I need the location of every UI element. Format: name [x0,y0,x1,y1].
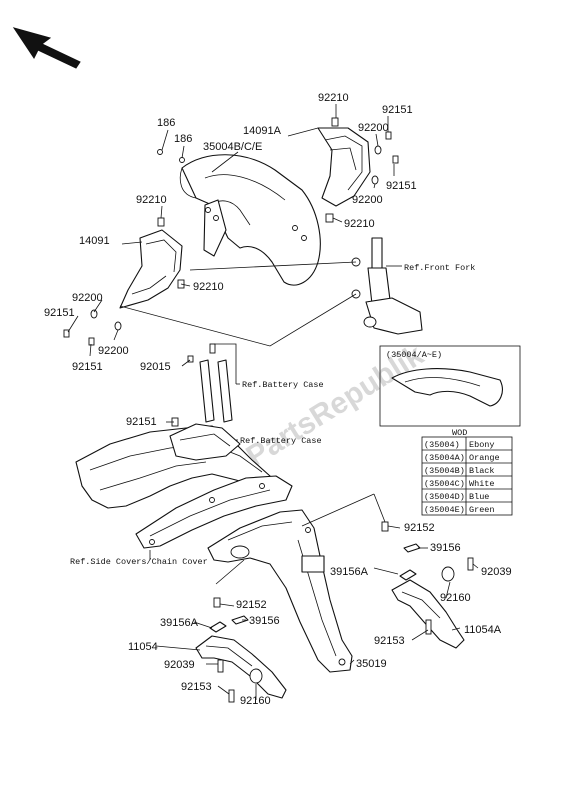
direction-arrow-icon [12,27,81,69]
color-table-header: WOD [452,428,467,438]
inset-title: (35004/A~E) [386,350,442,360]
part-label: 92210 [136,194,167,206]
bracket-11054A [373,493,474,649]
part-label: 92151 [386,180,417,192]
color-code: (35004E) [424,505,465,515]
part-label: 92160 [240,695,271,707]
color-name: Orange [469,453,500,463]
part-label: 92039 [164,659,195,671]
color-table: WOD (35004) Ebony (35004A) Orange (35004… [421,428,513,516]
color-name: White [469,479,495,489]
leader-lines [67,104,479,700]
part-label: 92039 [481,566,512,578]
part-label: 186 [174,133,192,145]
part-label: 92015 [140,361,171,373]
part-label: 92151 [382,104,413,116]
part-label: 92152 [236,599,267,611]
part-label: 92160 [440,592,471,604]
ref-battery-case: Ref.Battery Case [240,436,322,446]
part-label: 39156 [430,542,461,554]
color-name: Black [469,466,495,476]
part-label: 39156A [160,617,199,629]
fasteners-upper [63,131,399,346]
part-label: 11054 [128,641,158,653]
part-label: 35019 [356,658,387,670]
part-label: 14091A [243,125,282,137]
battery-case-bracket [171,343,240,441]
color-name: Blue [469,492,489,502]
part-label: 39156A [330,566,369,578]
color-code: (35004C) [424,479,465,489]
part-label: 92210 [318,92,349,104]
part-label: 92153 [374,635,405,647]
color-name: Green [469,505,495,515]
part-label: 92151 [44,307,75,319]
part-label: 14091 [79,235,110,247]
part-label: 92151 [72,361,103,373]
front-fork-reference [351,237,423,335]
color-code: (35004B) [424,466,465,476]
part-label: 92210 [193,281,224,293]
fork-cover-right [317,117,371,223]
part-label: 92200 [72,292,103,304]
bracket-11054 [195,597,287,703]
part-label: 39156 [249,615,280,627]
color-code: (35004) [424,440,460,450]
part-label: 92200 [98,345,129,357]
ref-front-fork: Ref.Front Fork [404,263,475,273]
part-label: 92200 [358,122,389,134]
part-label: 92151 [126,416,157,428]
rear-fender-35019 [207,493,375,673]
color-name: Ebony [469,440,495,450]
fender-variant-inset: (35004/A~E) [379,345,521,427]
part-label: 35004B/C/E [203,141,262,153]
chain-cover-panel [135,475,293,560]
color-code: (35004D) [424,492,465,502]
part-labels: 186 186 35004B/C/E 14091A 92210 92151 92… [44,92,512,707]
reference-labels: Ref.Front Fork Ref.Battery Case Ref.Batt… [70,263,475,567]
ref-battery-case: Ref.Battery Case [242,380,324,390]
ref-side-covers: Ref.Side Covers/Chain Cover [70,557,208,567]
color-code: (35004A) [424,453,465,463]
part-label: 11054A [464,624,502,636]
part-label: 186 [157,117,175,129]
part-label: 92153 [181,681,212,693]
part-label: 92200 [352,194,383,206]
part-label: 92152 [404,522,435,534]
fork-cover-left [119,217,185,309]
part-label: 92210 [344,218,375,230]
front-fender [179,154,321,286]
rear-inner-fender [75,423,279,509]
